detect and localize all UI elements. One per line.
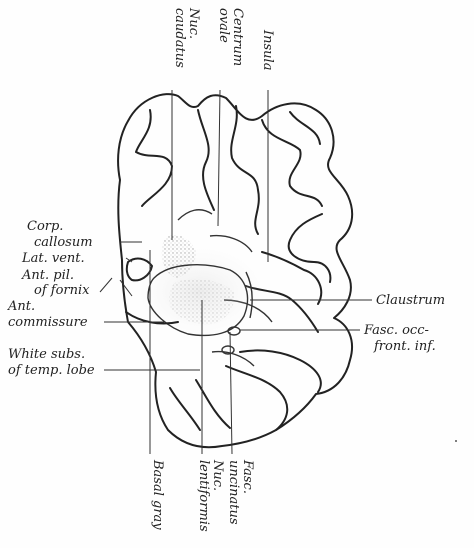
label-nuc-caudatus-2: caudatus xyxy=(172,8,187,68)
label-ant-comm-1: Ant. xyxy=(7,299,35,314)
label-nuc-caudatus-1: Nuc. xyxy=(186,7,201,39)
label-white-subs-1: White subs. xyxy=(8,347,85,362)
label-corp-callosum-2: callosum xyxy=(34,235,93,250)
label-lat-vent: Lat. vent. xyxy=(21,251,85,266)
label-ant-pil-1: Ant. pil. xyxy=(21,268,74,283)
label-fasc-occ-1: Fasc. occ- xyxy=(363,323,429,338)
label-ant-pil-2: of fornix xyxy=(34,283,90,298)
label-fasc-uncinatus-1: Fasc. xyxy=(240,459,255,494)
label-fasc-uncinatus-2: uncinatus xyxy=(226,460,241,525)
label-ant-comm-2: commissure xyxy=(8,315,88,330)
label-claustrum: Claustrum xyxy=(376,293,445,308)
label-fasc-occ-2: front. inf. xyxy=(373,339,436,354)
label-basal-gray: Basal gray xyxy=(150,459,165,530)
speck xyxy=(455,440,457,442)
label-nuc-lentiformis-2: lentiformis xyxy=(196,460,211,532)
label-centrum-ovale-2: ovale xyxy=(216,8,231,43)
label-white-subs-2: of temp. lobe xyxy=(8,363,95,378)
label-centrum-ovale-1: Centrum xyxy=(230,8,245,66)
label-insula: Insula xyxy=(260,29,275,70)
label-corp-callosum-1: Corp. xyxy=(27,219,63,234)
label-nuc-lentiformis-1: Nuc. xyxy=(210,459,225,491)
